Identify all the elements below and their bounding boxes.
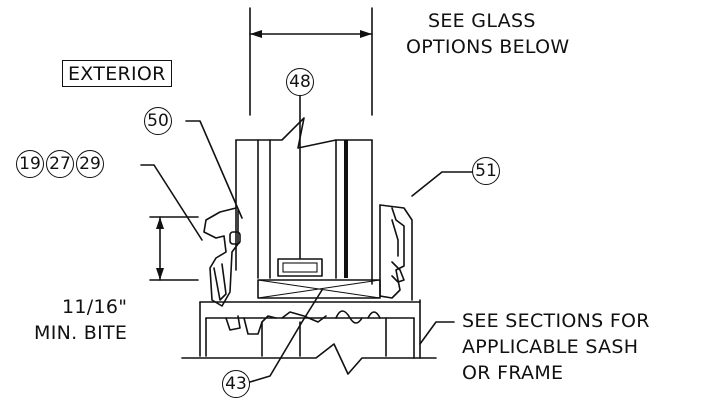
callout-51: 51 — [472, 157, 500, 185]
bite-line1: 11/16" — [62, 296, 128, 318]
glass-note-line1: SEE GLASS — [428, 10, 536, 32]
sections-line1: SEE SECTIONS FOR — [462, 310, 650, 332]
sections-line3: OR FRAME — [462, 362, 564, 384]
sections-line2: APPLICABLE SASH — [462, 336, 639, 358]
bite-line2: MIN. BITE — [34, 322, 128, 344]
callout-29: 29 — [76, 150, 104, 178]
callout-19: 19 — [16, 150, 44, 178]
callout-48: 48 — [286, 68, 314, 96]
exterior-label: EXTERIOR — [62, 60, 172, 87]
callout-50: 50 — [144, 107, 172, 135]
callout-43: 43 — [222, 370, 250, 398]
glass-note-line2: OPTIONS BELOW — [406, 36, 570, 58]
callout-27: 27 — [46, 150, 74, 178]
